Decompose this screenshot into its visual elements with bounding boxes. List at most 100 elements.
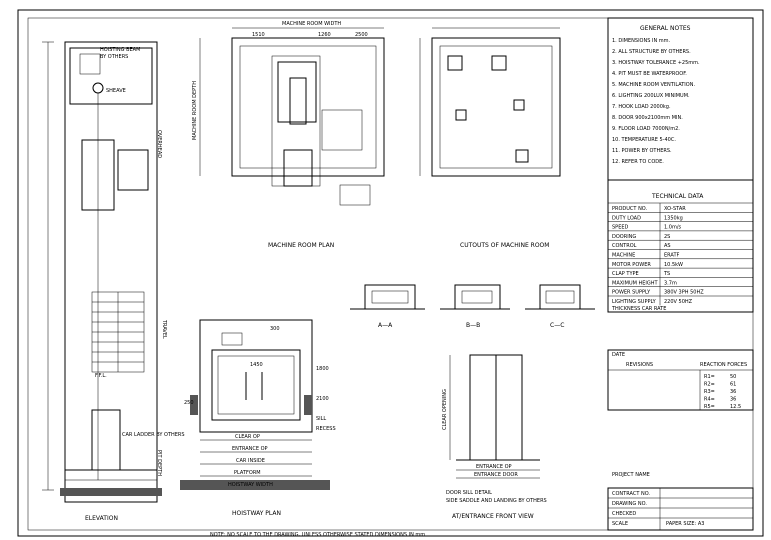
tech-row-value: TS <box>663 271 670 277</box>
hw-d5: 300 <box>270 326 280 332</box>
tech-row-label: CONTROL <box>612 243 637 249</box>
title-block: PROJECT NAME CONTRACT NO. DRAWING NO. CH… <box>607 472 754 531</box>
reaction-heading: REACTION FORCES <box>700 362 747 368</box>
tech-row-label: DUTY LOAD <box>612 215 641 221</box>
hw-entrance: ENTRANCE OP <box>232 446 268 452</box>
elevation-pit-label: PIT DEPTH <box>156 450 162 476</box>
tech-row-value: 3.7m <box>664 280 677 286</box>
paper-size: PAPER SIZE: A3 <box>666 521 704 527</box>
elevation-car-ladder-label: CAR LADDER BY OTHERS <box>122 432 185 438</box>
contract-no: CONTRACT NO. <box>612 491 650 497</box>
project-name: PROJECT NAME <box>612 472 650 478</box>
elevation-view: HOISTING BEAM BY OTHERS SHEAVE TRAVEL CA… <box>42 41 185 522</box>
front-note-a: DOOR SILL DETAIL <box>446 490 492 496</box>
bottom-notice: NOTE: NO SCALE TO THE DRAWING, UNLESS OT… <box>210 532 425 538</box>
svg-text:6. LIGHTING 200LUX MINIMUM.: 6. LIGHTING 200LUX MINIMUM. <box>612 93 690 99</box>
svg-text:4. PIT MUST BE WATERPROOF.: 4. PIT MUST BE WATERPROOF. <box>612 71 687 77</box>
tech-title: TECHNICAL DATA <box>651 193 704 200</box>
tech-row-value: 1350kg <box>664 215 683 221</box>
tech-row-label: LIGHTING SUPPLY <box>612 299 657 305</box>
tech-row-label: PRODUCT NO. <box>612 206 648 212</box>
scale: SCALE <box>612 521 628 527</box>
tech-row-label: MACHINE <box>612 253 635 259</box>
revisions-label: REVISIONS <box>626 362 653 368</box>
elevation-ffl-label: F.F.L. <box>95 373 107 379</box>
svg-text:A—A: A—A <box>378 322 393 329</box>
checked: CHECKED <box>612 511 636 517</box>
hw-d3: 2100 <box>316 396 329 402</box>
drawing-no: DRAWING NO. <box>612 501 647 507</box>
reaction-key: R5= <box>704 404 715 410</box>
hw-sill: SILL <box>316 416 326 422</box>
tech-row-value: 220V 50HZ <box>664 299 693 305</box>
svg-text:10. TEMPERATURE 5-40C.: 10. TEMPERATURE 5-40C. <box>612 137 676 143</box>
front-base: ENTRANCE DOOR <box>474 472 518 478</box>
reaction-key: R4= <box>704 397 715 403</box>
section-cc: C—C <box>525 284 595 329</box>
svg-text:2. ALL STRUCTURE BY OTHERS.: 2. ALL STRUCTURE BY OTHERS. <box>612 49 691 55</box>
hw-hoistway: HOISTWAY WIDTH <box>228 482 273 488</box>
tech-row-value: 2S <box>664 234 670 240</box>
tech-row-label: CLAP TYPE <box>612 271 639 277</box>
reaction-value: 36 <box>730 397 736 403</box>
tech-row-value: 1.0m/s <box>664 225 682 231</box>
svg-text:1. DIMENSIONS IN mm.: 1. DIMENSIONS IN mm. <box>612 38 671 44</box>
reaction-key: R3= <box>704 389 715 395</box>
reaction-key: R2= <box>704 382 715 388</box>
notes-block: GENERAL NOTES 1. DIMENSIONS IN mm. 2. AL… <box>607 17 754 181</box>
hw-recess: RECESS <box>316 426 336 432</box>
tech-row-value: AS <box>664 243 671 249</box>
tech-row-label: DOORING <box>612 234 636 240</box>
sheet-border <box>17 9 764 537</box>
elevation-travel-label: TRAVEL <box>161 319 167 339</box>
mr-dim-b: 1260 <box>318 32 331 38</box>
elevation-capacity-label: BY OTHERS <box>100 54 128 60</box>
hoistway-plan: CLEAR OP ENTRANCE OP CAR INSIDE PLATFORM… <box>180 319 336 517</box>
front-clear: ENTRANCE OP <box>476 464 512 470</box>
hw-d1: 1450 <box>250 362 263 368</box>
svg-text:12. REFER TO CODE.: 12. REFER TO CODE. <box>612 159 664 165</box>
reaction-value: 12.5 <box>730 404 741 410</box>
svg-text:7. HOOK LOAD 2000kg.: 7. HOOK LOAD 2000kg. <box>612 104 671 110</box>
machine-room-plan: MACHINE ROOM WIDTH 1510 1260 2500 MACHIN… <box>192 21 385 249</box>
svg-text:9. FLOOR LOAD 7000N/m2.: 9. FLOOR LOAD 7000N/m2. <box>612 126 680 132</box>
reaction-table: DATE REVISIONS REACTION FORCES R1=50R2=6… <box>607 349 754 411</box>
elevation-hoist-label: HOISTING BEAM <box>100 47 140 53</box>
section-aa: A—A <box>350 284 425 329</box>
hoistway-title: HOISTWAY PLAN <box>232 510 281 517</box>
notes-title: GENERAL NOTES <box>640 25 691 32</box>
cutouts-title: CUTOUTS OF MACHINE ROOM <box>460 242 549 249</box>
svg-text:3. HOISTWAY TOLERANCE +25mm.: 3. HOISTWAY TOLERANCE +25mm. <box>612 60 700 66</box>
tech-footer: THICKNESS CAR RATE <box>611 306 666 312</box>
svg-text:5. MACHINE ROOM VENTILATION.: 5. MACHINE ROOM VENTILATION. <box>612 82 695 88</box>
hw-d2: 1800 <box>316 366 329 372</box>
tech-row-label: MOTOR POWER <box>612 262 651 268</box>
tech-row-label: POWER SUPPLY <box>612 290 651 296</box>
elevation-overhead-label: OVERHEAD <box>156 130 162 158</box>
svg-text:11. POWER BY OTHERS.: 11. POWER BY OTHERS. <box>612 148 672 154</box>
front-title: AT/ENTRANCE FRONT VIEW <box>452 513 534 520</box>
reaction-value: 50 <box>730 374 736 380</box>
tech-row-label: MAXIMUM HEIGHT <box>612 280 659 286</box>
tech-row-value: 380V 3PH 50HZ <box>664 290 704 296</box>
elevation-title: ELEVATION <box>85 515 118 522</box>
elevation-sheave-label: SHEAVE <box>106 88 126 94</box>
hw-d4: 250 <box>184 400 194 406</box>
mr-title: MACHINE ROOM PLAN <box>268 242 334 249</box>
hw-platform: PLATFORM <box>234 470 261 476</box>
tech-row-value: 10.5kW <box>664 262 683 268</box>
front-view: ENTRANCE OP ENTRANCE DOOR CLEAR OPENING … <box>442 354 547 520</box>
hw-car: CAR INSIDE <box>236 458 265 464</box>
front-left: CLEAR OPENING <box>442 389 448 430</box>
svg-text:B—B: B—B <box>466 322 480 329</box>
reaction-value: 61 <box>730 382 736 388</box>
tech-row-label: SPEED <box>612 225 629 231</box>
hw-clear: CLEAR OP <box>235 434 260 440</box>
svg-text:C—C: C—C <box>550 322 564 329</box>
date-label: DATE <box>612 352 625 358</box>
section-bb: B—B <box>440 284 510 329</box>
mr-dim-c: 2500 <box>355 32 368 38</box>
mr-width-label: MACHINE ROOM WIDTH <box>282 21 341 27</box>
